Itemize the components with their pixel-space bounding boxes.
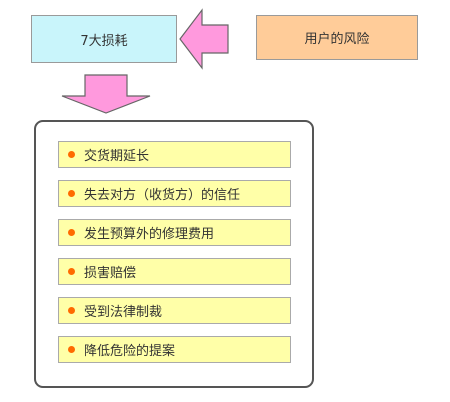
arrow-left-icon bbox=[179, 8, 229, 70]
list-item-label: 损害赔偿 bbox=[84, 266, 137, 281]
loss-box-label: 7大损耗 bbox=[80, 33, 128, 49]
list-item: 交货期延长 bbox=[58, 141, 291, 168]
consequence-panel: 交货期延长 失去对方（收货方）的信任 发生预算外的修理费用 损害赔偿 受到法律制… bbox=[34, 120, 314, 388]
list-item-label: 受到法律制裁 bbox=[84, 305, 163, 320]
list-item-label: 交货期延长 bbox=[84, 149, 150, 164]
risk-box-label: 用户的风险 bbox=[304, 32, 370, 47]
list-item-label: 降低危险的提案 bbox=[84, 344, 176, 359]
bullet-dot-icon bbox=[68, 346, 75, 353]
arrow-down-icon bbox=[61, 74, 151, 114]
bullet-dot-icon bbox=[68, 229, 75, 236]
list-item-label: 失去对方（收货方）的信任 bbox=[84, 188, 241, 203]
bullet-dot-icon bbox=[68, 307, 75, 314]
bullet-dot-icon bbox=[68, 190, 75, 197]
bullet-dot-icon bbox=[68, 268, 75, 275]
list-item: 损害赔偿 bbox=[58, 258, 291, 285]
bullet-dot-icon bbox=[68, 151, 75, 158]
loss-box: 7大损耗 bbox=[31, 15, 177, 63]
risk-box: 用户的风险 bbox=[256, 15, 418, 60]
list-item: 降低危险的提案 bbox=[58, 336, 291, 363]
list-item: 受到法律制裁 bbox=[58, 297, 291, 324]
list-item: 失去对方（收货方）的信任 bbox=[58, 180, 291, 207]
list-item: 发生预算外的修理费用 bbox=[58, 219, 291, 246]
list-item-label: 发生预算外的修理费用 bbox=[84, 227, 215, 242]
